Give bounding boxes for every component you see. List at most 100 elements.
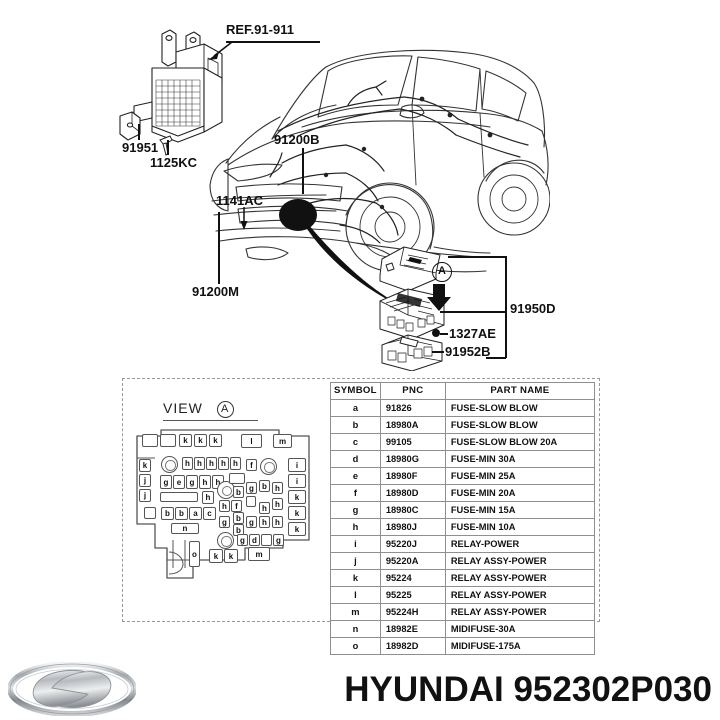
fuse-cell-b-c2: b (259, 480, 270, 492)
bolt-1327AE-icon (432, 329, 440, 337)
cell-pnc: 95225 (379, 586, 446, 604)
cell-part-name: FUSE-MIN 10A (444, 518, 596, 536)
cell-symbol: c (330, 433, 381, 451)
fuse-cell-k-t2: k (194, 434, 207, 447)
relay-circle-right (260, 458, 277, 475)
cell-pnc: 95224 (379, 569, 446, 587)
fuse-cell-h-r1-4: h (218, 457, 229, 470)
callout-91950D: 91950D (510, 301, 556, 316)
fuse-cell-e-r2: e (173, 475, 185, 489)
callout-91200M: 91200M (192, 284, 239, 299)
footer-part-label: HYUNDAI 952302P030 (344, 670, 712, 709)
fuse-cell-m-b: m (248, 547, 270, 561)
leader-arrow-ref-91-911 (208, 41, 232, 60)
cell-symbol: o (330, 637, 381, 655)
cell-pnc: 95220A (379, 552, 446, 570)
cell-pnc: 18982E (379, 620, 446, 638)
cell-part-name: FUSE-SLOW BLOW (444, 416, 596, 434)
callout-91951: 91951 (122, 140, 159, 155)
fuse-cell-a-r4: a (189, 507, 202, 520)
cell-pnc: 99105 (379, 433, 446, 451)
cell-pnc: 18980D (379, 484, 446, 502)
cell-symbol: j (330, 552, 381, 570)
fuse-cell-strip (160, 492, 198, 502)
leader-1327AE (440, 333, 448, 335)
fuse-cell-h-r2-1: h (199, 475, 211, 489)
leader-91951 (138, 124, 140, 140)
fuse-cell-h-r1-1: h (182, 457, 193, 470)
cell-symbol: h (330, 518, 381, 536)
fuse-cell-blank-4 (229, 473, 245, 484)
fuse-cell-h-r1-5: h (230, 457, 241, 470)
cell-pnc: 18980F (379, 467, 446, 485)
fuse-cell-blank-5 (246, 496, 256, 507)
leader-91950D-mid (440, 311, 506, 313)
cell-pnc: 18980J (379, 518, 446, 536)
fuse-cell-f-c2: f (231, 500, 242, 512)
fusebox-layout-diagram: k k k l m k j j h h h h h g e g h h h b … (133, 428, 313, 580)
cell-part-name: RELAY ASSY-POWER (444, 586, 596, 604)
col-pnc: PNC (379, 382, 446, 400)
fuse-cell-j-left-2: j (139, 489, 151, 502)
callout-1125KC: 1125KC (150, 155, 197, 170)
fuse-cell-k-left: k (139, 459, 151, 472)
fusebox-assembly-illustration (379, 246, 445, 371)
fuse-cell-a-c2: h (259, 502, 270, 514)
cell-symbol: g (330, 501, 381, 519)
cell-symbol: i (330, 535, 381, 553)
leader-ref-91-911 (226, 41, 320, 43)
fuse-cell-j-left-1: j (139, 474, 151, 487)
assembly-down-arrow-icon (427, 284, 451, 311)
fuse-cell-k-t3: k (209, 434, 222, 447)
cell-part-name: FUSE-SLOW BLOW (444, 399, 596, 417)
fuse-cell-g-c1: g (246, 482, 257, 494)
cell-symbol: k (330, 569, 381, 587)
fuse-cell-h-r1-3: h (206, 457, 217, 470)
fuse-cell-g-c2: g (219, 516, 230, 528)
cell-part-name: FUSE-MIN 25A (444, 467, 596, 485)
fuse-cell-f-c: f (246, 459, 257, 471)
cell-pnc: 18980C (379, 501, 446, 519)
callout-1141AC: 1141AC (216, 193, 263, 208)
fuse-cell-k-r1: k (288, 490, 306, 504)
cell-pnc: 95220J (379, 535, 446, 553)
fuse-cell-g-r2-1: g (160, 475, 172, 489)
fuse-cell-h-c3: h (272, 498, 283, 510)
callout-ref-91-911: REF.91-911 (226, 22, 294, 37)
cell-part-name: FUSE-MIN 20A (444, 484, 596, 502)
harness-junction-blob (279, 199, 317, 231)
leader-1125KC (167, 140, 169, 155)
fuse-cell-g-b2: g (273, 534, 284, 546)
fuse-cell-m-t: m (273, 434, 292, 448)
fuse-cell-h-c5: h (272, 516, 283, 528)
col-part-name: PART NAME (444, 382, 596, 400)
fusebox-outline (136, 429, 310, 579)
fuse-cell-k-b2: k (224, 549, 238, 563)
leader-91952B (432, 351, 444, 353)
view-a-heading: VIEW A (163, 400, 258, 421)
fuse-cell-b-c3: b (233, 512, 244, 524)
cell-part-name: FUSE-MIN 15A (444, 501, 596, 519)
cell-symbol: b (330, 416, 381, 434)
fuse-cell-b-r4-2: b (175, 507, 188, 520)
fuse-cell-k-r2: k (288, 506, 306, 520)
fuse-cell-h-c4: h (259, 516, 270, 528)
leader-91950D-spine (505, 256, 507, 358)
fuse-cell-blank-2 (160, 434, 176, 447)
fuse-cell-blank-1 (142, 434, 158, 447)
cell-part-name: MIDIFUSE-30A (444, 620, 596, 638)
cell-part-name: RELAY-POWER (444, 535, 596, 553)
fuse-cell-c-r4: c (203, 507, 216, 520)
